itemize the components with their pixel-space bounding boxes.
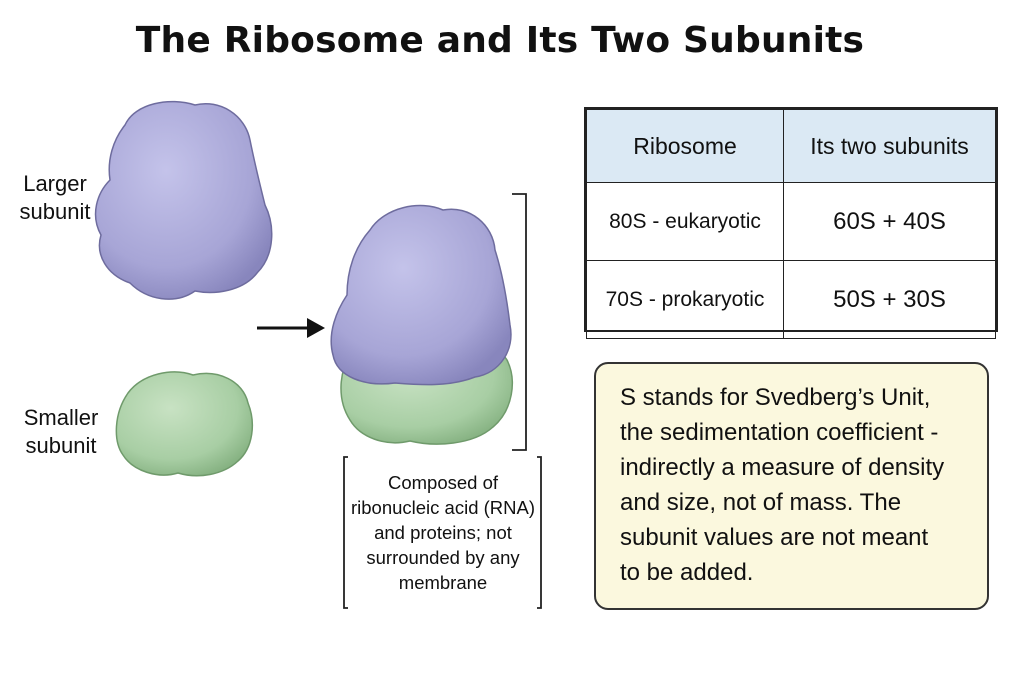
svedberg-note: S stands for Svedberg’s Unit, the sedime…	[594, 362, 989, 610]
assembled-ribosome-illustration	[330, 204, 514, 445]
page-title: The Ribosome and Its Two Subunits	[135, 20, 865, 61]
header-ribosome: Ribosome	[586, 109, 784, 183]
composition-description: Composed of ribonucleic acid (RNA) and p…	[350, 472, 536, 593]
table-row: 70S - prokaryotic 50S + 30S	[586, 260, 996, 339]
ribosome-cell: 70S - prokaryotic	[586, 260, 784, 339]
ribosome-bracket	[512, 193, 527, 451]
description-bracket	[343, 456, 542, 609]
header-subunits: Its two subunits	[783, 109, 996, 183]
table-row: 80S - eukaryotic 60S + 40S	[586, 182, 996, 261]
subunits-cell: 60S + 40S	[783, 182, 996, 261]
arrow-right-icon	[257, 318, 325, 338]
larger-subunit-label: Larger subunit	[19, 171, 91, 224]
small-subunit-blob	[115, 371, 254, 477]
assembled-large-subunit	[330, 204, 512, 386]
table-header-row: Ribosome Its two subunits	[586, 109, 996, 183]
large-subunit-blob	[94, 100, 273, 300]
ribosome-cell: 80S - eukaryotic	[586, 182, 784, 261]
ribosome-table: Ribosome Its two subunits 80S - eukaryot…	[584, 107, 998, 339]
subunits-cell: 50S + 30S	[783, 260, 996, 339]
smaller-subunit-label: Smaller subunit	[23, 405, 99, 458]
